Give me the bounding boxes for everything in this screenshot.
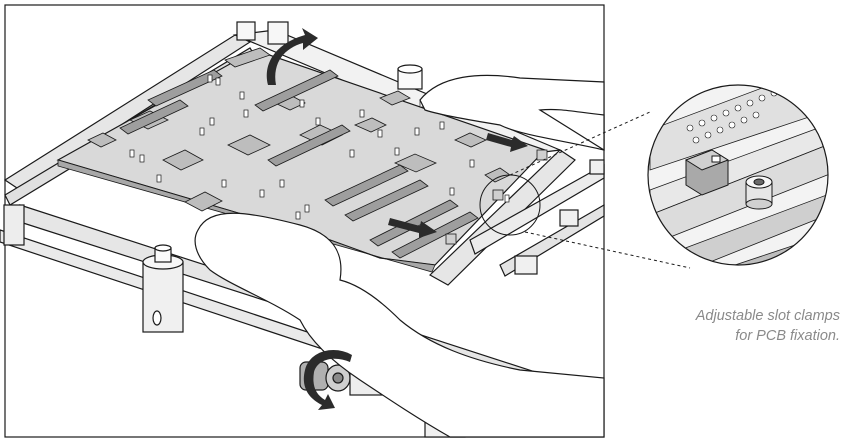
thumb-screw xyxy=(745,175,773,210)
caption-line-1: Adjustable slot clamps xyxy=(695,308,840,324)
rotate-arrow-icon xyxy=(266,28,318,85)
slide-arrow-icon xyxy=(388,133,528,238)
gloved-hands xyxy=(194,74,605,438)
caption-line-2: for PCB fixation. xyxy=(735,328,840,344)
caption: Adjustable slot clamps for PCB fixation. xyxy=(600,306,840,346)
rotate-arrow-icon xyxy=(303,350,352,410)
slot-clamp xyxy=(684,149,730,196)
zoom-connector xyxy=(509,111,691,269)
zoom-detail xyxy=(648,85,828,265)
